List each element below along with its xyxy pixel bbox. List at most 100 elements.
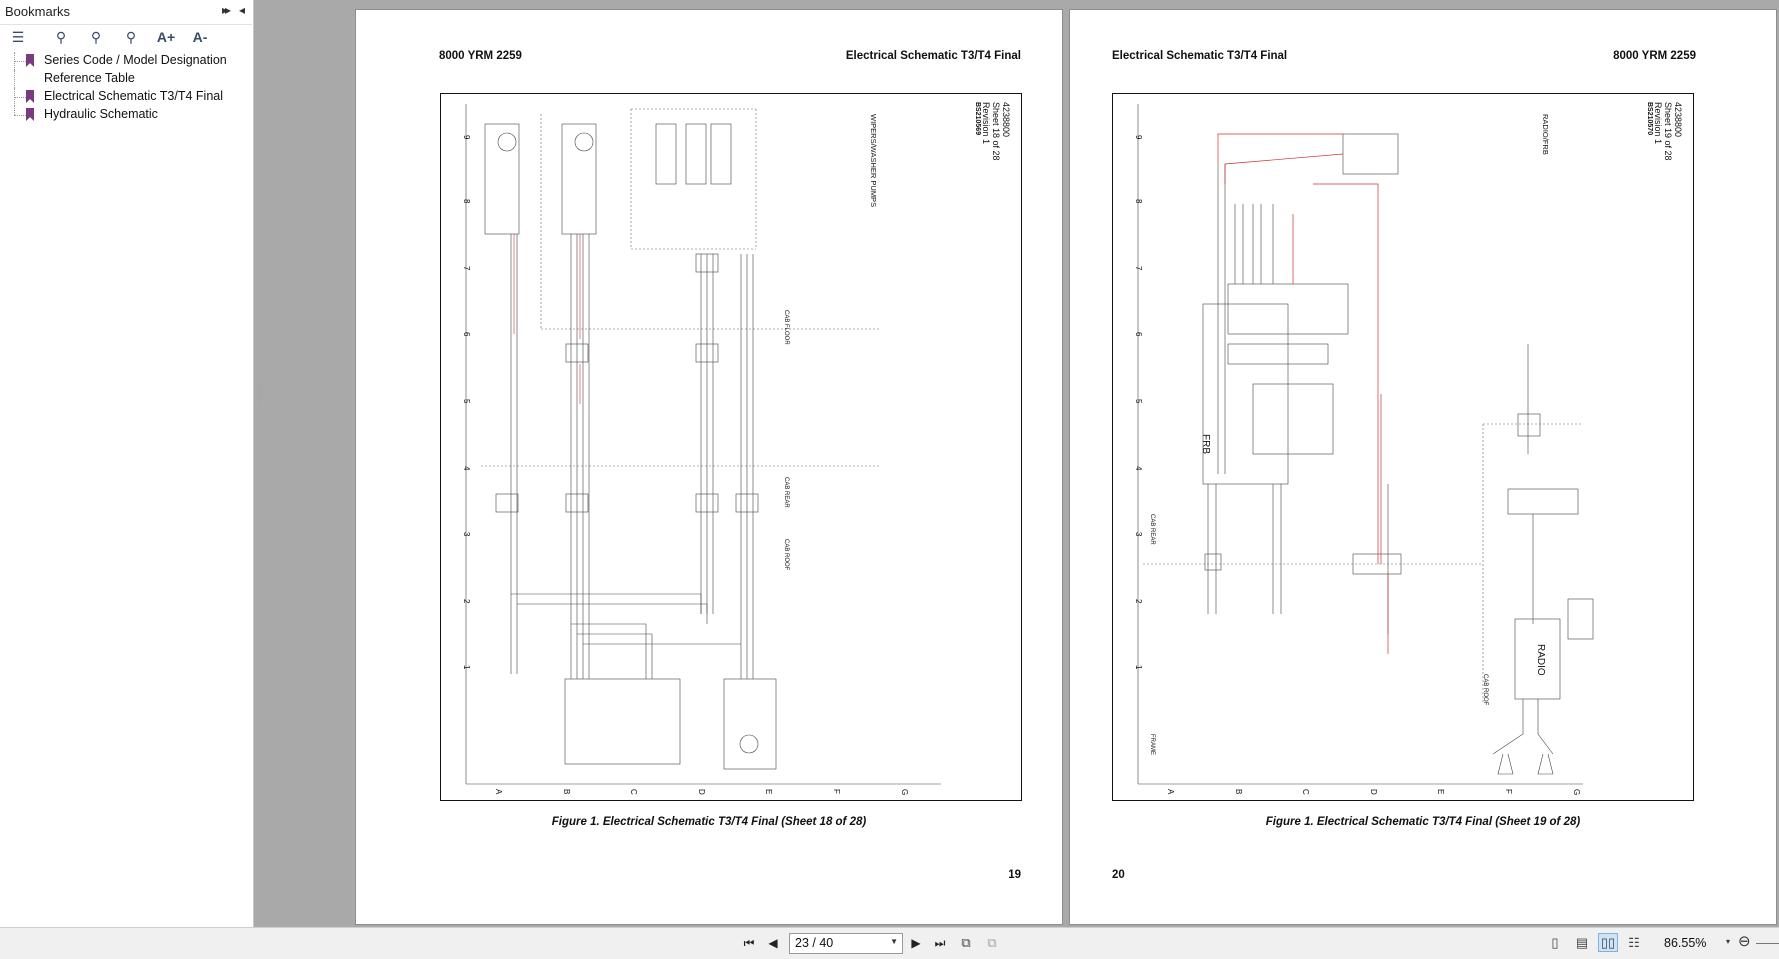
row-label: 9 xyxy=(462,135,471,140)
bookmarks-panel: Bookmarks ▸▸ ◂ ☰ ⚲ ⚲ ⚲ A+ A- Series Code… xyxy=(0,0,254,927)
zone-label: CAB ROOF xyxy=(1482,674,1488,706)
row-label: 5 xyxy=(1134,399,1143,404)
row-label: 6 xyxy=(462,332,471,337)
row-label: 8 xyxy=(462,199,471,204)
bookmark-list-icon[interactable]: ☰ xyxy=(11,28,25,45)
schematic-number: 4238800 xyxy=(1673,102,1683,138)
revision: Revision 1 xyxy=(1653,102,1663,145)
row-label: 3 xyxy=(462,532,471,537)
figure-caption: Figure 1. Electrical Schematic T3/T4 Fin… xyxy=(551,816,867,828)
col-label: E xyxy=(764,789,773,795)
col-label: E xyxy=(1436,789,1445,795)
row-label: 3 xyxy=(1134,532,1143,537)
bookmark-label: Electrical Schematic T3/T4 Final xyxy=(44,89,223,103)
row-label: 5 xyxy=(462,399,471,404)
row-label: 7 xyxy=(462,266,471,271)
schematic-title: RADIO/FRB xyxy=(1541,114,1550,155)
chevron-down-icon[interactable]: ▾ xyxy=(1726,937,1731,946)
continuous-view-icon[interactable]: ▤ xyxy=(1575,934,1589,950)
find-bookmark-icon[interactable]: ⚲ xyxy=(90,28,102,45)
col-label: C xyxy=(629,789,638,795)
col-label: F xyxy=(1504,789,1513,794)
splitter-handle[interactable]: ⋮⋮⋮ xyxy=(256,380,264,407)
page-19: 8000 YRM 2259 Electrical Schematic T3/T4… xyxy=(355,9,1063,925)
find-bookmark-icon[interactable]: ⚲ xyxy=(125,28,137,45)
col-label: D xyxy=(1369,789,1378,795)
col-label: G xyxy=(1572,789,1581,796)
zone-label: CAB ROOF xyxy=(783,539,789,571)
col-label: G xyxy=(900,789,909,796)
page-header-left: 8000 YRM 2259 xyxy=(439,50,522,62)
page-number: 20 xyxy=(1112,869,1125,881)
block-label: FRB xyxy=(1200,434,1211,454)
zone-label: CAB REAR xyxy=(1149,514,1155,545)
col-label: A xyxy=(1166,789,1175,795)
schematic-wiring xyxy=(465,104,941,785)
sheet-number: Sheet 18 of 28 xyxy=(991,102,1001,161)
page-header-right: Electrical Schematic T3/T4 Final xyxy=(845,50,1021,62)
col-label: A xyxy=(494,789,503,795)
figure-caption: Figure 1. Electrical Schematic T3/T4 Fin… xyxy=(1265,816,1581,828)
page-number-input[interactable]: 23 / 40 ▼ xyxy=(789,933,903,954)
expand-panel-icon[interactable]: ▸▸ xyxy=(222,3,231,17)
zoom-slider[interactable] xyxy=(1756,943,1779,944)
schematic-wiring xyxy=(1137,104,1594,785)
collapse-panel-icon[interactable]: ◂ xyxy=(239,3,246,17)
sheet-number: Sheet 19 of 28 xyxy=(1663,102,1673,161)
zone-label: CAB REAR xyxy=(783,477,789,508)
bookmark-flag-icon xyxy=(26,90,34,103)
revision: Revision 1 xyxy=(981,102,991,145)
bs-code: BS210569 xyxy=(974,102,981,136)
single-page-view-icon[interactable]: ▯ xyxy=(1551,934,1559,950)
chevron-down-icon[interactable]: ▼ xyxy=(890,937,898,946)
navigation-toolbar: ⏮ ◀ 23 / 40 ▼ ▶ ⏭ ⧉ ⧉ ▯ ▤ ▯▯ ☷ 86.55% ▾ … xyxy=(0,927,1779,959)
col-label: B xyxy=(1234,789,1243,795)
bookmarks-title: Bookmarks xyxy=(5,4,71,19)
row-label: 1 xyxy=(1134,665,1143,670)
zoom-out-icon[interactable]: ⊖ xyxy=(1738,933,1751,950)
first-page-icon[interactable]: ⏮ xyxy=(743,935,755,950)
bookmark-label: Reference Table xyxy=(44,71,135,85)
schematic-drawing: 9 8 7 6 5 4 3 2 1 A B C D E F G CAB REAR… xyxy=(1112,93,1694,801)
page-number-value: 23 / 40 xyxy=(795,936,834,950)
bookmark-item[interactable]: Hydraulic Schematic xyxy=(0,106,252,124)
bookmark-item[interactable]: Series Code / Model Designation xyxy=(0,52,252,70)
find-bookmark-icon[interactable]: ⚲ xyxy=(55,28,67,45)
fit-page-icon[interactable]: ⧉ xyxy=(987,934,997,950)
bookmark-flag-icon xyxy=(26,108,34,121)
bs-code: BS210570 xyxy=(1646,102,1653,136)
schematic-title: WIPERS/WASHER PUMPS xyxy=(869,114,878,208)
col-label: F xyxy=(832,789,841,794)
zoom-level[interactable]: 86.55% xyxy=(1664,936,1707,950)
increase-font-icon[interactable]: A+ xyxy=(156,29,176,45)
row-label: 4 xyxy=(462,466,471,471)
row-label: 8 xyxy=(1134,199,1143,204)
schematic-drawing: 9 8 7 6 5 4 3 2 1 A B C D E F G CAB FLOO… xyxy=(440,93,1022,801)
page-number: 19 xyxy=(1008,869,1021,881)
last-page-icon[interactable]: ⏭ xyxy=(934,935,946,950)
col-label: D xyxy=(697,789,706,795)
bookmark-flag-icon xyxy=(26,54,34,67)
col-label: B xyxy=(562,789,571,795)
previous-page-icon[interactable]: ◀ xyxy=(768,936,778,950)
schematic-number: 4238800 xyxy=(1001,102,1011,138)
fit-width-icon[interactable]: ⧉ xyxy=(961,934,971,950)
bookmark-label: Series Code / Model Designation xyxy=(44,53,227,67)
row-label: 6 xyxy=(1134,332,1143,337)
page-header-left: Electrical Schematic T3/T4 Final xyxy=(1112,50,1288,62)
zone-label: FRAME xyxy=(1149,734,1155,755)
page-20: Electrical Schematic T3/T4 Final 8000 YR… xyxy=(1069,9,1777,925)
next-page-icon[interactable]: ▶ xyxy=(911,936,921,950)
decrease-font-icon[interactable]: A- xyxy=(192,29,208,45)
bookmarks-header: Bookmarks ▸▸ ◂ xyxy=(0,0,252,25)
row-label: 4 xyxy=(1134,466,1143,471)
bookmark-item[interactable]: Reference Table xyxy=(0,70,252,88)
bookmark-label: Hydraulic Schematic xyxy=(44,107,158,121)
row-label: 7 xyxy=(1134,266,1143,271)
row-label: 1 xyxy=(462,665,471,670)
two-page-continuous-icon[interactable]: ☷ xyxy=(1628,934,1640,950)
two-page-view-icon[interactable]: ▯▯ xyxy=(1598,933,1618,952)
row-label: 9 xyxy=(1134,135,1143,140)
bookmark-item[interactable]: Electrical Schematic T3/T4 Final xyxy=(0,88,252,106)
col-label: C xyxy=(1301,789,1310,795)
